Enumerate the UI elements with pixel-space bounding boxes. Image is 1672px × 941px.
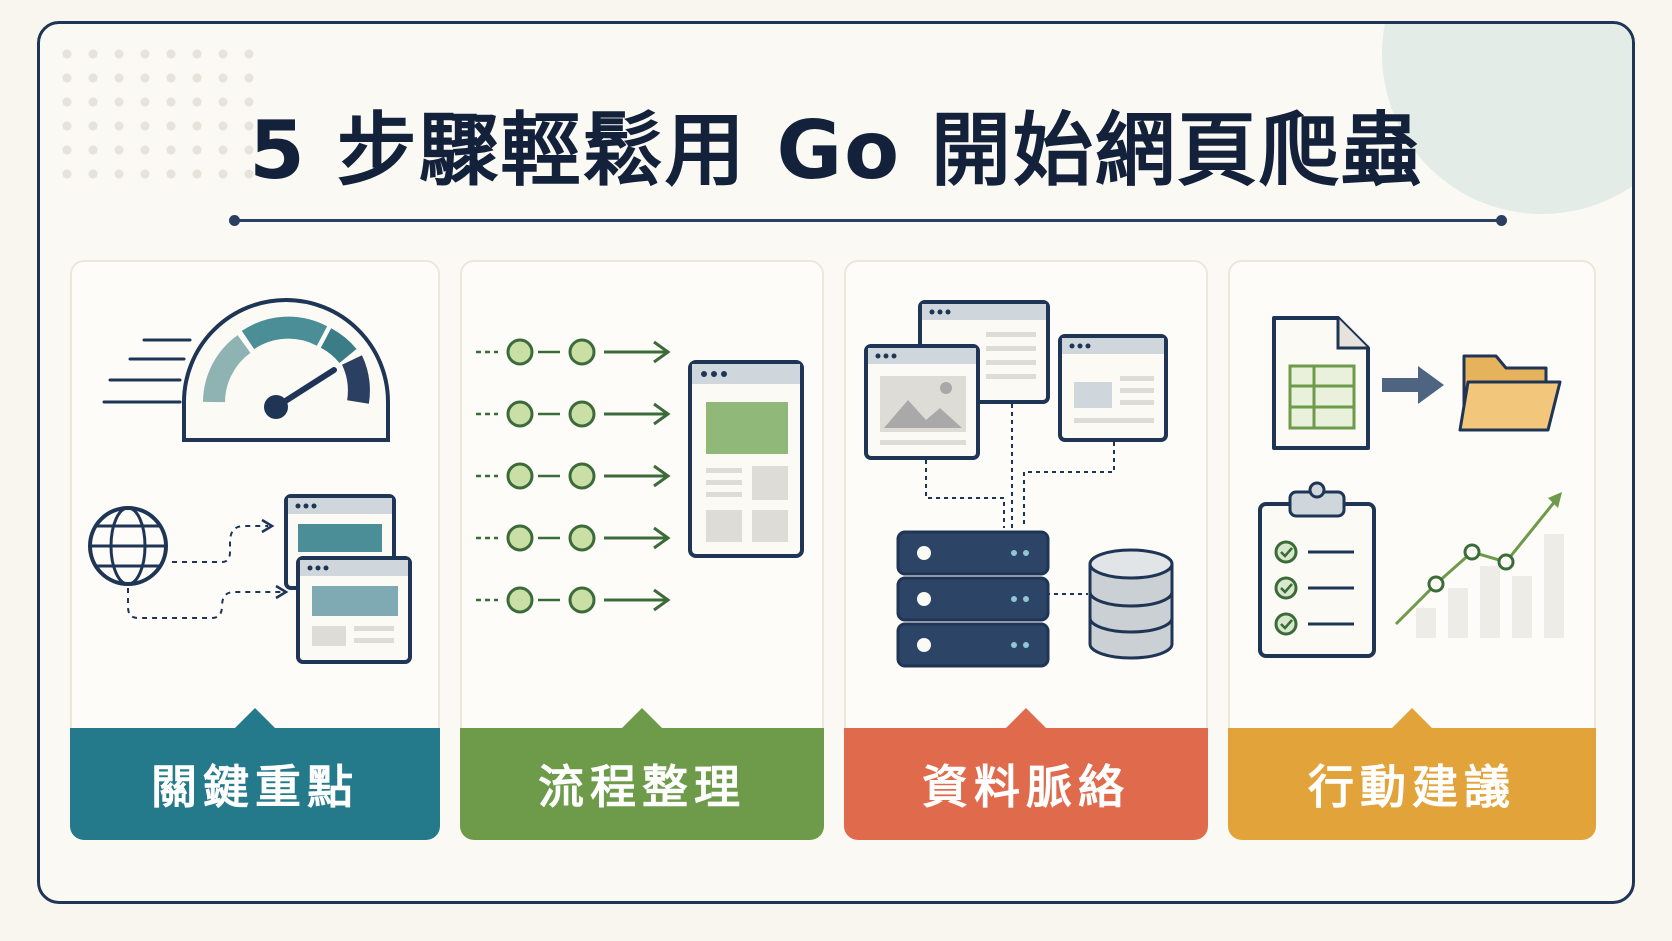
folder-icon: [1458, 354, 1562, 432]
database-icon: [1088, 548, 1174, 660]
card-4-illustration: [1258, 316, 1564, 658]
card-action-items: 行動建議: [1228, 260, 1596, 840]
browser-window-icon: [296, 556, 412, 664]
card-key-points: 關鍵重點: [70, 260, 440, 840]
speedometer-icon: [182, 298, 390, 442]
card-process: 流程整理: [460, 260, 824, 840]
card-1-illustration: [88, 298, 412, 664]
arrow-right-icon: [1382, 366, 1444, 404]
browser-window-icon: [688, 360, 804, 558]
globe-icon: [88, 506, 168, 586]
card-label-process: 流程整理: [460, 708, 824, 840]
card-2-illustration: [476, 338, 804, 614]
clipboard-checklist-icon: [1258, 481, 1376, 658]
infographic-frame: 5 步驟輕鬆用 Go 開始網頁爬蟲: [37, 21, 1635, 904]
page-title: 5 步驟輕鬆用 Go 開始網頁爬蟲: [249, 104, 1423, 197]
spreadsheet-icon: [1272, 316, 1370, 450]
decorative-dot-grid: [54, 42, 254, 192]
image-window-icon: [864, 344, 980, 460]
server-icon: [896, 530, 1050, 668]
card-data-context: 資料脈絡: [844, 260, 1208, 840]
card-label-key-points: 關鍵重點: [70, 708, 440, 840]
card-3-illustration: [864, 300, 1174, 668]
title-divider: [229, 215, 1507, 226]
dashed-connector: [127, 525, 282, 619]
browser-window-icon: [1058, 334, 1168, 442]
growth-chart-icon: [1394, 492, 1564, 638]
card-label-data-context: 資料脈絡: [844, 708, 1208, 840]
card-label-action-items: 行動建議: [1228, 708, 1596, 840]
flow-arrows-icon: [476, 338, 671, 614]
speed-lines-icon: [102, 338, 192, 404]
dashed-connector: [925, 404, 1115, 595]
